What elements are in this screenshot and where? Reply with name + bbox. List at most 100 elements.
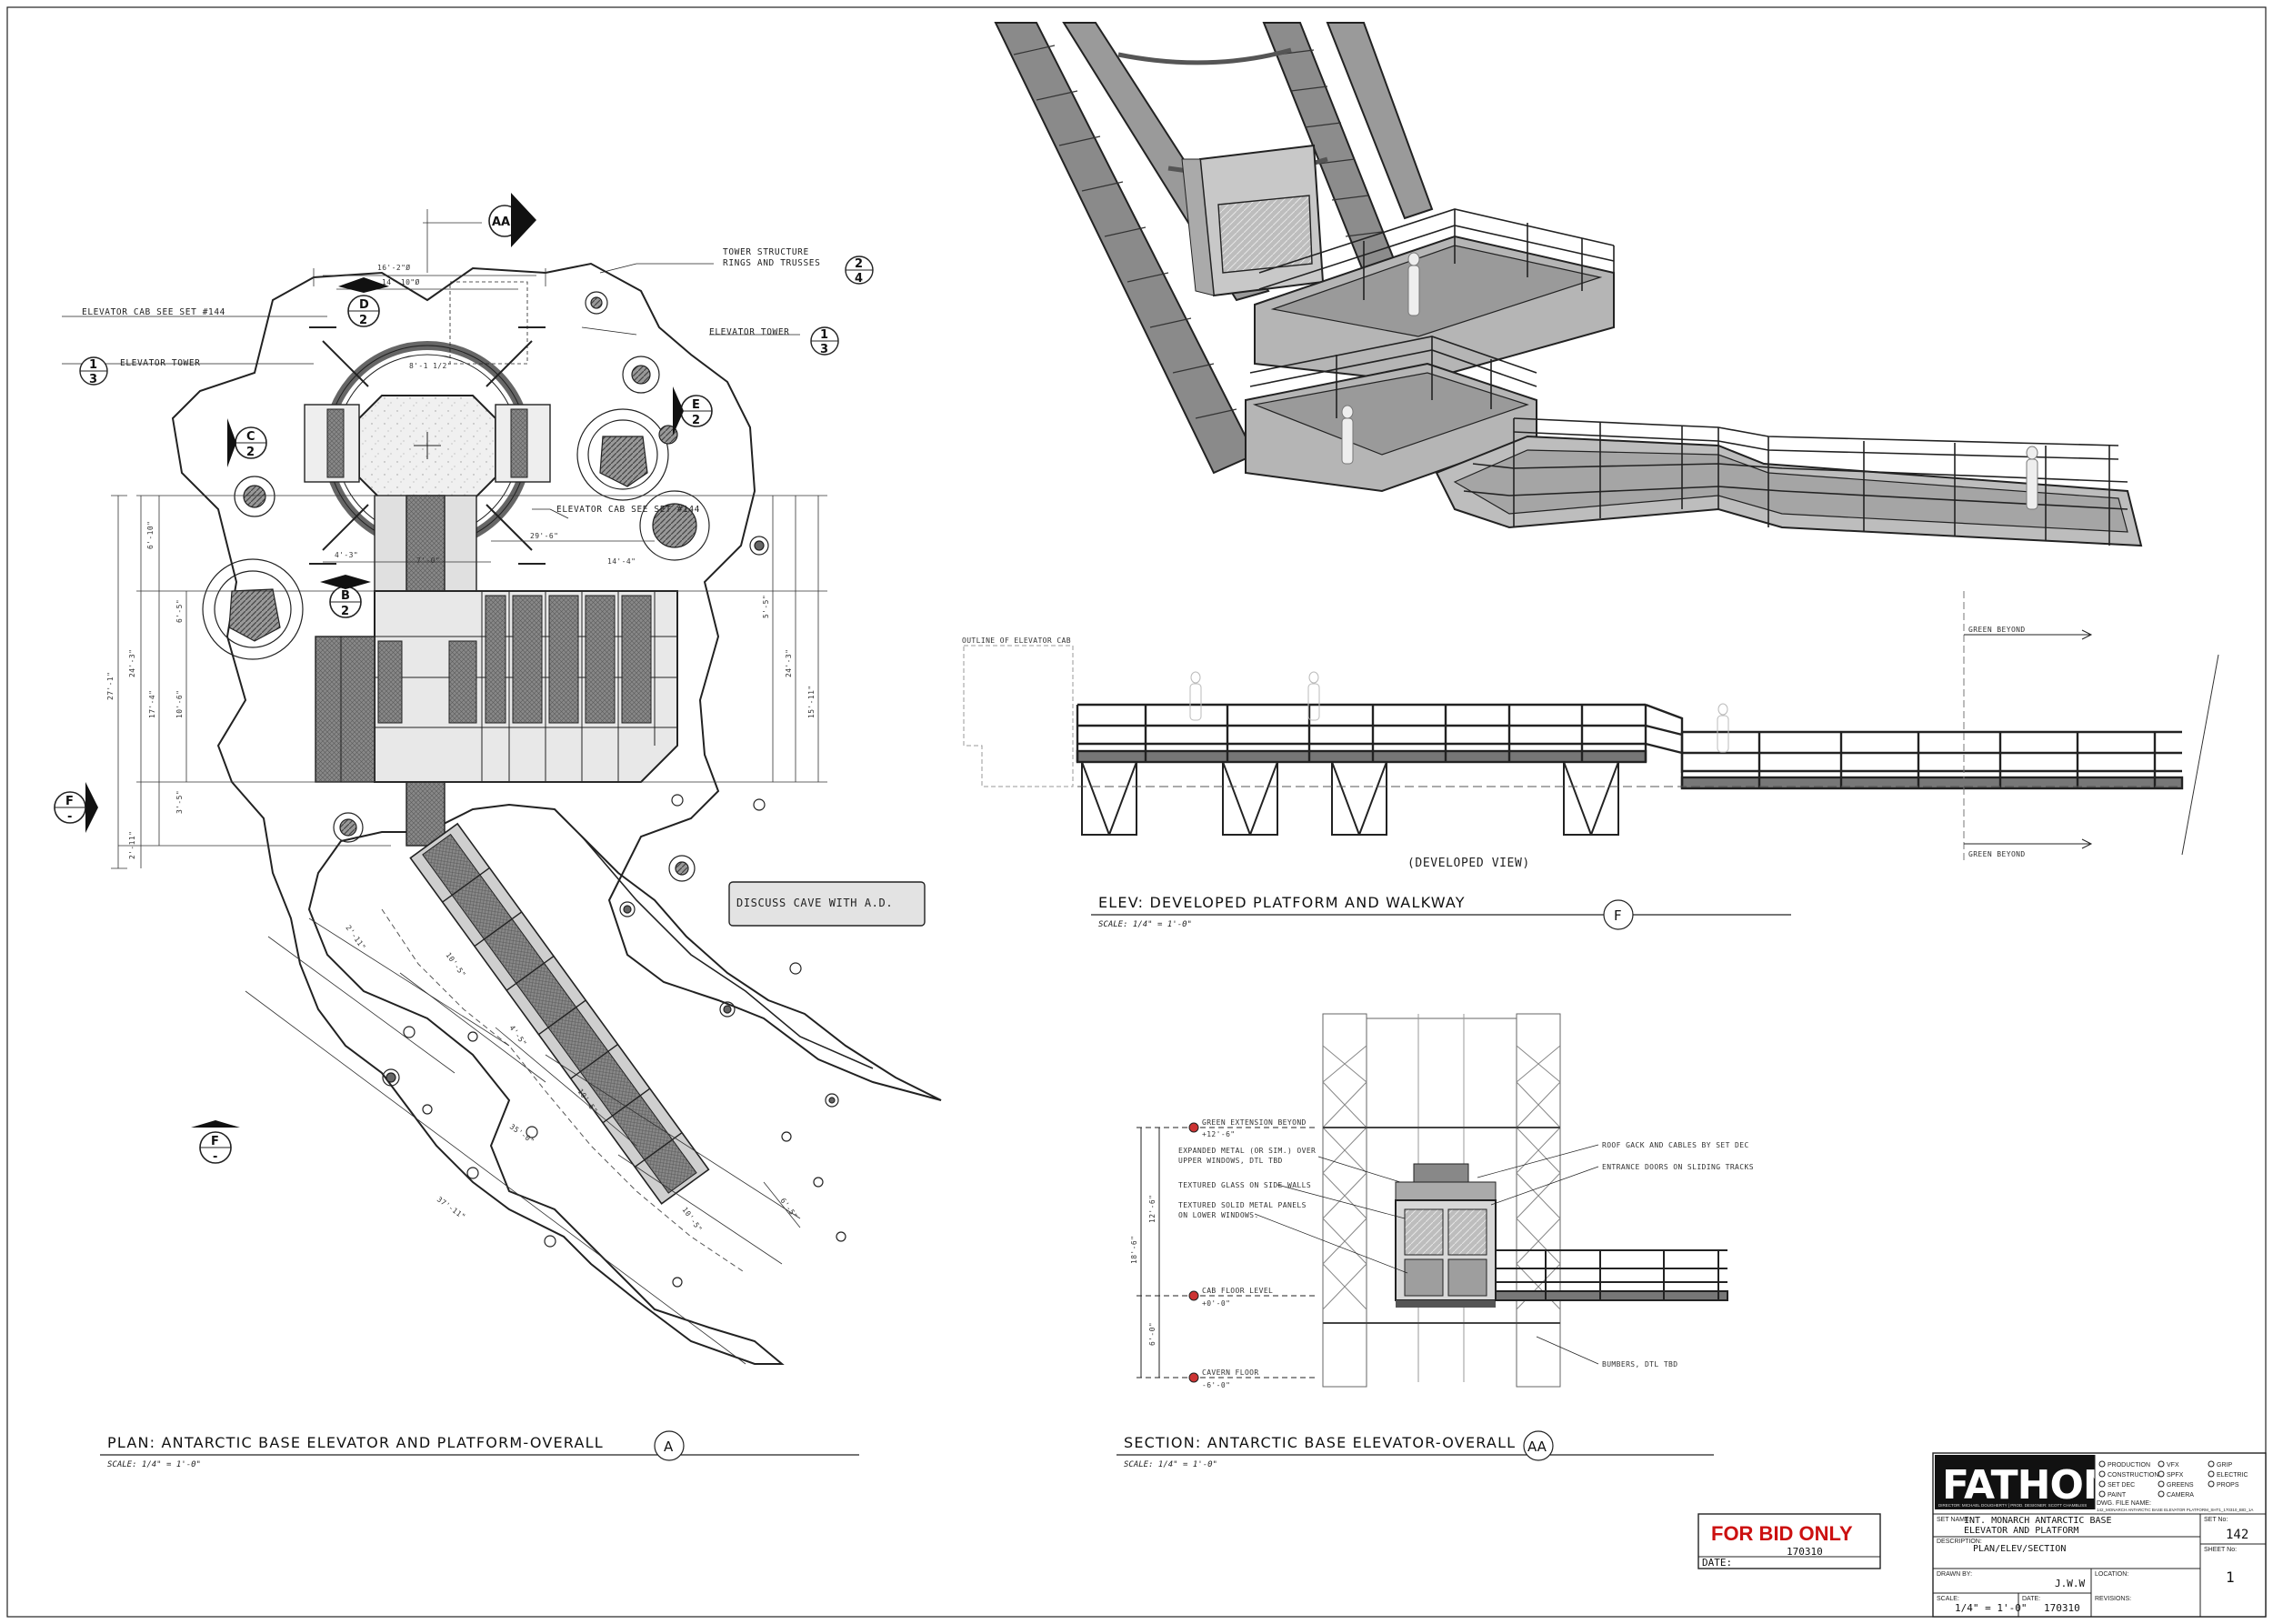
callout-cab-see-set-mid: ELEVATOR CAB SEE SET #144 — [556, 505, 700, 515]
dim-w4: 14'-4" — [607, 557, 636, 566]
dim-ring: 8'-1 1/2" — [409, 362, 452, 370]
callout-tower-structure-1: TOWER STRUCTURE — [723, 247, 809, 257]
svg-text:142_MONARCH ANTARCTIC BASE ELE: 142_MONARCH ANTARCTIC BASE ELEVATOR PLAT… — [2097, 1508, 2253, 1512]
dim-l6: 27'-1" — [106, 672, 115, 700]
tower-trusses — [309, 326, 546, 565]
section-marker-f: F - — [54, 782, 98, 833]
callout-elevator-tower-right: ELEVATOR TOWER — [709, 327, 789, 337]
outline-of-elevator-cab-label: OUTLINE OF ELEVATOR CAB — [962, 637, 1071, 645]
svg-text:GREENS: GREENS — [2167, 1482, 2194, 1489]
dim-r1: 5'-5" — [762, 595, 770, 618]
svg-text:DISCUSS CAVE WITH A.D.: DISCUSS CAVE WITH A.D. — [736, 897, 893, 909]
plan-scale: SCALE: 1/4" = 1'-0" — [107, 1460, 201, 1469]
cab-floor-label: CAB FLOOR LEVEL — [1202, 1287, 1273, 1295]
perspective-upper-platform — [1254, 208, 1615, 384]
svg-text:CAMERA: CAMERA — [2167, 1492, 2194, 1499]
svg-text:FOR BID ONLY: FOR BID ONLY — [1711, 1522, 1853, 1545]
svg-text:2: 2 — [692, 414, 700, 427]
scale-value: 1/4" = 1'-0" — [1955, 1602, 2027, 1614]
cab-floor-elevation: +0'-0" — [1202, 1299, 1230, 1308]
svg-text:AA: AA — [1527, 1439, 1547, 1455]
developed-view-label: (DEVELOPED VIEW) — [1407, 857, 1530, 870]
plan-dimensions — [111, 209, 827, 1365]
svg-text:3: 3 — [820, 343, 828, 356]
svg-text:VFX: VFX — [2167, 1462, 2179, 1469]
cavern-floor-label: CAVERN FLOOR — [1202, 1368, 1259, 1377]
main-platform — [315, 590, 678, 783]
diagonal-walkway — [409, 822, 710, 1205]
callout-cab-see-set-top: ELEVATOR CAB SEE SET #144 — [82, 307, 225, 317]
for-bid-only-stamp: FOR BID ONLY DATE: 170310 — [1697, 1513, 1881, 1569]
dim-l7: 3'-5" — [175, 790, 184, 814]
cavern-floor-elevation: -6'-0" — [1202, 1381, 1230, 1389]
sheet-number: 1 — [2226, 1569, 2235, 1586]
green-beyond-bottom: GREEN BEYOND — [1968, 850, 2026, 858]
svg-text:DATE:: DATE: — [2022, 1596, 2040, 1602]
elev-bubble: F — [1603, 899, 1634, 930]
svg-text:PRODUCTION: PRODUCTION — [2108, 1462, 2150, 1469]
svg-text:DRAWN BY:: DRAWN BY: — [1937, 1571, 1972, 1578]
svg-text:1: 1 — [820, 328, 828, 342]
section-marker-c: C 2 — [227, 418, 267, 467]
callout-tower-structure-2: RINGS AND TRUSSES — [723, 258, 820, 268]
section-dim-2: 12'-6" — [1148, 1195, 1157, 1223]
svg-text:D: D — [359, 298, 369, 312]
section-marker-aa: AA — [488, 193, 536, 247]
green-beyond-top: GREEN BEYOND — [1968, 626, 2026, 634]
svg-text:3: 3 — [89, 373, 97, 386]
section-dim-3: 6'-0" — [1148, 1322, 1157, 1346]
svg-text:1: 1 — [89, 358, 97, 372]
dim-r2: 24'-3" — [785, 649, 793, 677]
elevation-supports — [1081, 761, 1619, 836]
perspective-cab — [1181, 144, 1325, 297]
svg-text:C: C — [246, 430, 255, 444]
svg-text:DESCRIPTION:: DESCRIPTION: — [1937, 1539, 1982, 1545]
svg-text:REVISIONS:: REVISIONS: — [2095, 1596, 2131, 1602]
section-note-left-4: TEXTURED SOLID METAL PANELS — [1178, 1201, 1307, 1209]
green-extension-elevation: +12'-6" — [1202, 1130, 1236, 1138]
set-name-line-1: INT. MONARCH ANTARCTIC BASE — [1964, 1516, 2112, 1526]
perspective-view — [994, 22, 2143, 547]
perspective-figures — [1341, 252, 2038, 510]
date-value: 170310 — [2044, 1602, 2080, 1614]
section-note-left-1: EXPANDED METAL (OR SIM.) OVER — [1178, 1147, 1316, 1155]
dim-l1: 6'-10" — [146, 521, 155, 549]
plan-bubble: A — [654, 1430, 685, 1461]
svg-text:4: 4 — [855, 272, 863, 286]
svg-text:170310: 170310 — [1787, 1546, 1823, 1558]
dim-l8: 2'-11" — [128, 831, 136, 859]
dim-d8: 6'-5" — [778, 1197, 799, 1220]
svg-text:SET NAME:: SET NAME: — [1937, 1517, 1971, 1523]
dim-d5: 35'-0" — [508, 1122, 536, 1146]
drawn-by-value: J.W.W — [2055, 1578, 2085, 1589]
discuss-cave-note: DISCUSS CAVE WITH A.D. — [728, 881, 926, 927]
dim-l4: 10'-6" — [175, 690, 184, 718]
svg-text:CONSTRUCTION: CONSTRUCTION — [2108, 1472, 2158, 1479]
dim-top1: 16'-2"Ø — [377, 263, 411, 272]
svg-text:2: 2 — [855, 257, 863, 271]
set-name-line-2: ELEVATOR AND PLATFORM — [1964, 1526, 2078, 1536]
title-block: FATHOM DIRECTOR: MICHAEL DOUGHERTY | PRO… — [1932, 1452, 2267, 1618]
section-note-left-3: TEXTURED GLASS ON SIDE WALLS — [1178, 1181, 1311, 1189]
dim-d1: 2'-11" — [344, 924, 367, 952]
sheet-border — [6, 6, 2267, 1618]
elev-scale: SCALE: 1/4" = 1'-0" — [1098, 920, 1192, 929]
section-title: SECTION: ANTARCTIC BASE ELEVATOR-OVERALL — [1124, 1434, 1516, 1451]
svg-text:ELECTRIC: ELECTRIC — [2217, 1472, 2248, 1479]
dim-r3: 15'-11" — [807, 685, 816, 718]
section-marker-f-lower: F - — [191, 1120, 240, 1164]
dim-w2: 7'-0" — [416, 556, 440, 565]
svg-text:GRIP: GRIP — [2217, 1462, 2232, 1469]
perspective-lower-platform — [1245, 336, 1537, 493]
cave-edge-right — [581, 836, 874, 1069]
section-note-left-5: ON LOWER WINDOWS. — [1178, 1211, 1259, 1219]
green-extension-label: GREEN EXTENSION BEYOND — [1202, 1118, 1307, 1127]
cab-outline-dashed — [963, 645, 1074, 787]
section-note-right-3: BUMBERS, DTL TBD — [1602, 1360, 1677, 1368]
dim-l5: 17'-4" — [148, 690, 156, 718]
section-scale: SCALE: 1/4" = 1'-0" — [1124, 1460, 1217, 1469]
svg-text:B: B — [341, 589, 350, 603]
svg-text:F: F — [1614, 907, 1622, 924]
svg-text:PAINT: PAINT — [2108, 1492, 2127, 1499]
